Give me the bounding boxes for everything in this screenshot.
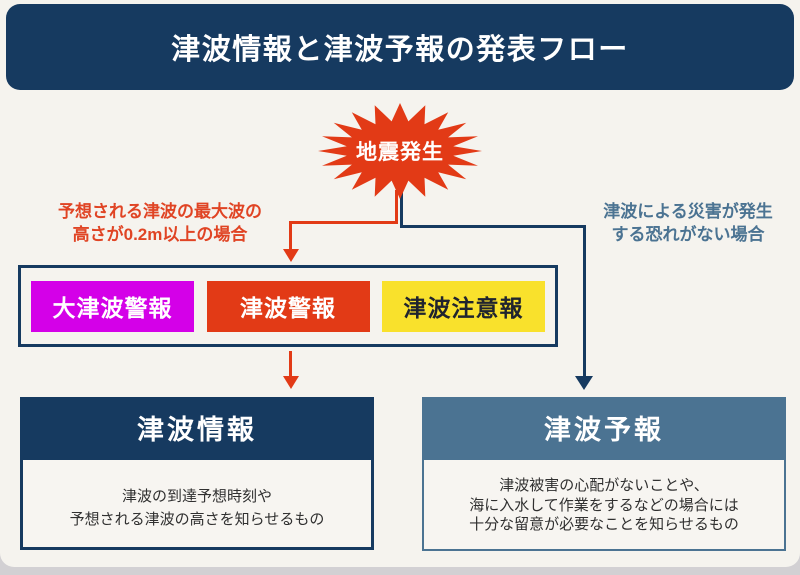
tsunami-forecast-desc-line3: 十分な留意が必要なことを知らせるもの <box>469 516 739 533</box>
red-arrow-stem <box>289 351 292 378</box>
navy-connector-vertical-top <box>400 190 403 228</box>
earthquake-start-label: 地震発生 <box>356 141 444 164</box>
red-connector-vertical-top <box>395 190 398 224</box>
diagram-header: 津波情報と津波予報の発表フロー <box>6 4 794 90</box>
warning-levels-container: 大津波警報 津波警報 津波注意報 <box>18 265 558 347</box>
red-arrowhead-to-information <box>283 376 299 389</box>
tsunami-forecast-description: 津波被害の心配がないことや、 海に入水して作業をするなどの場合には 十分な留意が… <box>422 458 786 551</box>
navy-connector-horizontal <box>400 225 586 228</box>
tsunami-forecast-desc-line2: 海に入水して作業をするなどの場合には <box>469 496 739 514</box>
tsunami-information-description: 津波の到達予想時刻や 予想される津波の高さを知らせるもの <box>20 457 374 550</box>
navy-arrowhead-to-forecast <box>575 376 593 390</box>
tsunami-warning-badge: 津波警報 <box>206 280 370 332</box>
red-connector-horizontal <box>289 221 398 224</box>
left-condition-line2: 高さが0.2m以上の場合 <box>72 225 248 244</box>
red-arrowhead-to-warnings <box>283 249 299 262</box>
tsunami-information-desc-line1: 津波の到達予想時刻や <box>121 488 272 505</box>
tsunami-forecast-title: 津波予報 <box>544 415 664 445</box>
major-tsunami-warning-badge: 大津波警報 <box>31 280 194 332</box>
tsunami-advisory-badge: 津波注意報 <box>382 280 545 332</box>
tsunami-forecast-desc-line1: 津波被害の心配がないことや、 <box>499 477 709 494</box>
earthquake-starburst-icon <box>318 103 482 199</box>
right-condition-line1: 津波による災害が発生 <box>603 202 773 221</box>
tsunami-forecast-header: 津波予報 <box>422 397 786 458</box>
red-connector-vertical-down <box>289 221 292 251</box>
left-condition-label: 予想される津波の最大波の 高さが0.2m以上の場合 <box>35 200 285 246</box>
tsunami-information-desc-line2: 予想される津波の高さを知らせるもの <box>69 511 325 528</box>
page-title: 津波情報と津波予報の発表フロー <box>171 34 629 66</box>
left-condition-line1: 予想される津波の最大波の <box>58 202 262 221</box>
tsunami-information-header: 津波情報 <box>20 397 374 457</box>
navy-connector-vertical-down <box>583 225 586 378</box>
tsunami-information-title: 津波情報 <box>137 414 257 445</box>
right-condition-label: 津波による災害が発生 する恐れがない場合 <box>597 200 779 246</box>
right-condition-line2: する恐れがない場合 <box>611 225 765 244</box>
